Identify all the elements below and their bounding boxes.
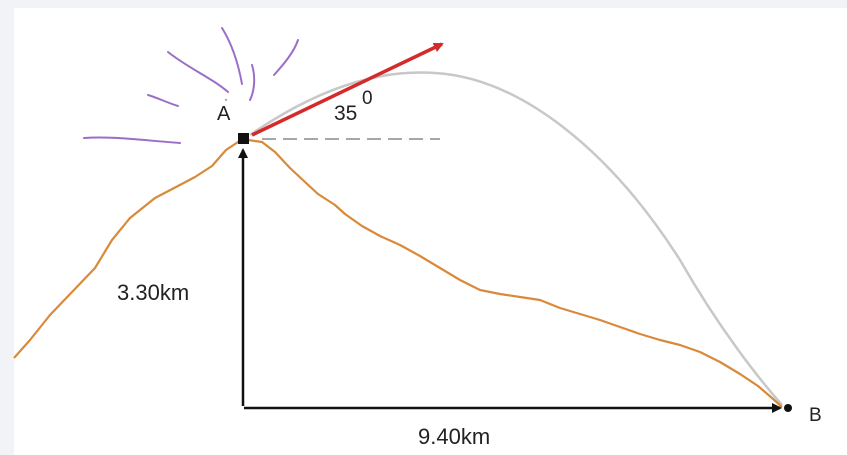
angle-unit-label: 0 [362,88,373,109]
eruption-line [221,27,243,85]
height-label: 3.30km [117,280,189,305]
angle-label: 35 [334,102,357,125]
point-a-label-mark: · [224,92,228,106]
eruption-line [249,64,256,101]
eruption-line [83,136,181,144]
eruption-line [273,39,299,76]
distance-label: 9.40km [418,424,490,449]
eruption-line [167,51,229,93]
terrain-profile [13,138,783,408]
point-b-label: B [809,405,822,426]
velocity-arrow [251,42,444,137]
eruption-line [147,94,179,107]
trajectory-curve [249,71,783,406]
diagram-panel [14,8,847,455]
point-a-label: A [217,103,231,125]
point-b-marker [784,404,792,412]
eruption-lines [83,27,299,144]
point-a-marker [238,133,249,144]
